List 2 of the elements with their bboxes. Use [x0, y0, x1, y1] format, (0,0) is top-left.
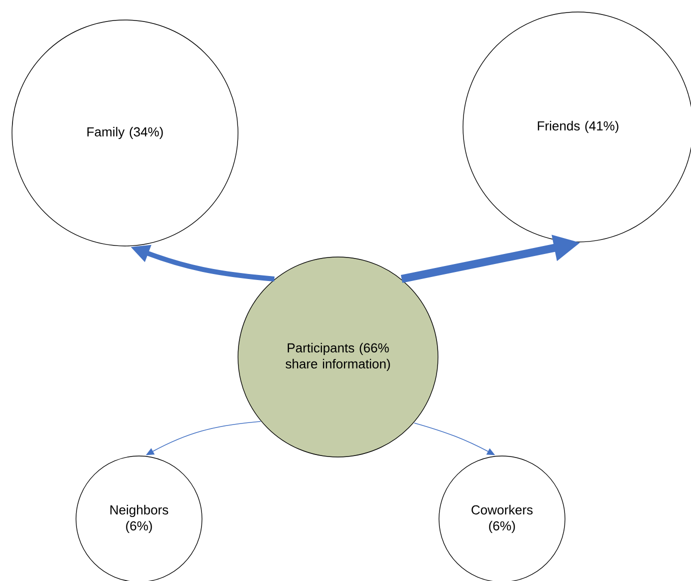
circle-node: Participants (66% share information) — [238, 256, 438, 458]
circle-node: Family (34%) — [12, 20, 238, 246]
